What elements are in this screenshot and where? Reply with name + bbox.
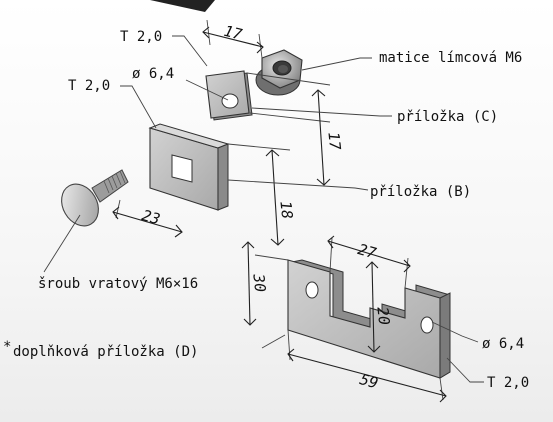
flange-nut: [255, 49, 303, 96]
plate-c-thickness: T 2,0: [120, 29, 162, 45]
bolt-label: šroub vratový M6×16: [38, 276, 198, 292]
plate-c: [205, 70, 253, 121]
plate-b-thickness: T 2,0: [68, 78, 110, 94]
asterisk-mark: *: [3, 339, 11, 355]
plate-b-width-dimension: 23: [140, 206, 162, 228]
plate-d-width-dimension: 59: [358, 370, 380, 392]
dimension-lines: [43, 19, 484, 403]
plate-d: [287, 259, 451, 379]
corner-shadow: [150, 0, 215, 12]
plate-b: [148, 123, 230, 211]
plate-d-height-dimension: 30: [249, 272, 269, 293]
plate-b-label: příložka (B): [370, 184, 471, 200]
plate-b-height-dimension: 18: [276, 200, 296, 220]
carriage-bolt: [61, 169, 129, 227]
plate-d-slot-depth-dimension: 20: [373, 306, 393, 326]
plate-c-hole-diameter: ø 6,4: [132, 66, 174, 82]
plate-c-height-dimension: 17: [324, 131, 344, 151]
plate-d-slot-width-dimension: 27: [356, 240, 378, 262]
plate-d-label: doplňková příložka (D): [13, 344, 198, 360]
plate-d-hole-diameter: ø 6,4: [482, 336, 524, 352]
plate-c-width-dimension: 17: [222, 22, 244, 44]
plate-d-thickness: T 2,0: [487, 375, 529, 391]
nut-label: matice límcová M6: [379, 50, 522, 66]
plate-c-label: příložka (C): [397, 109, 498, 125]
